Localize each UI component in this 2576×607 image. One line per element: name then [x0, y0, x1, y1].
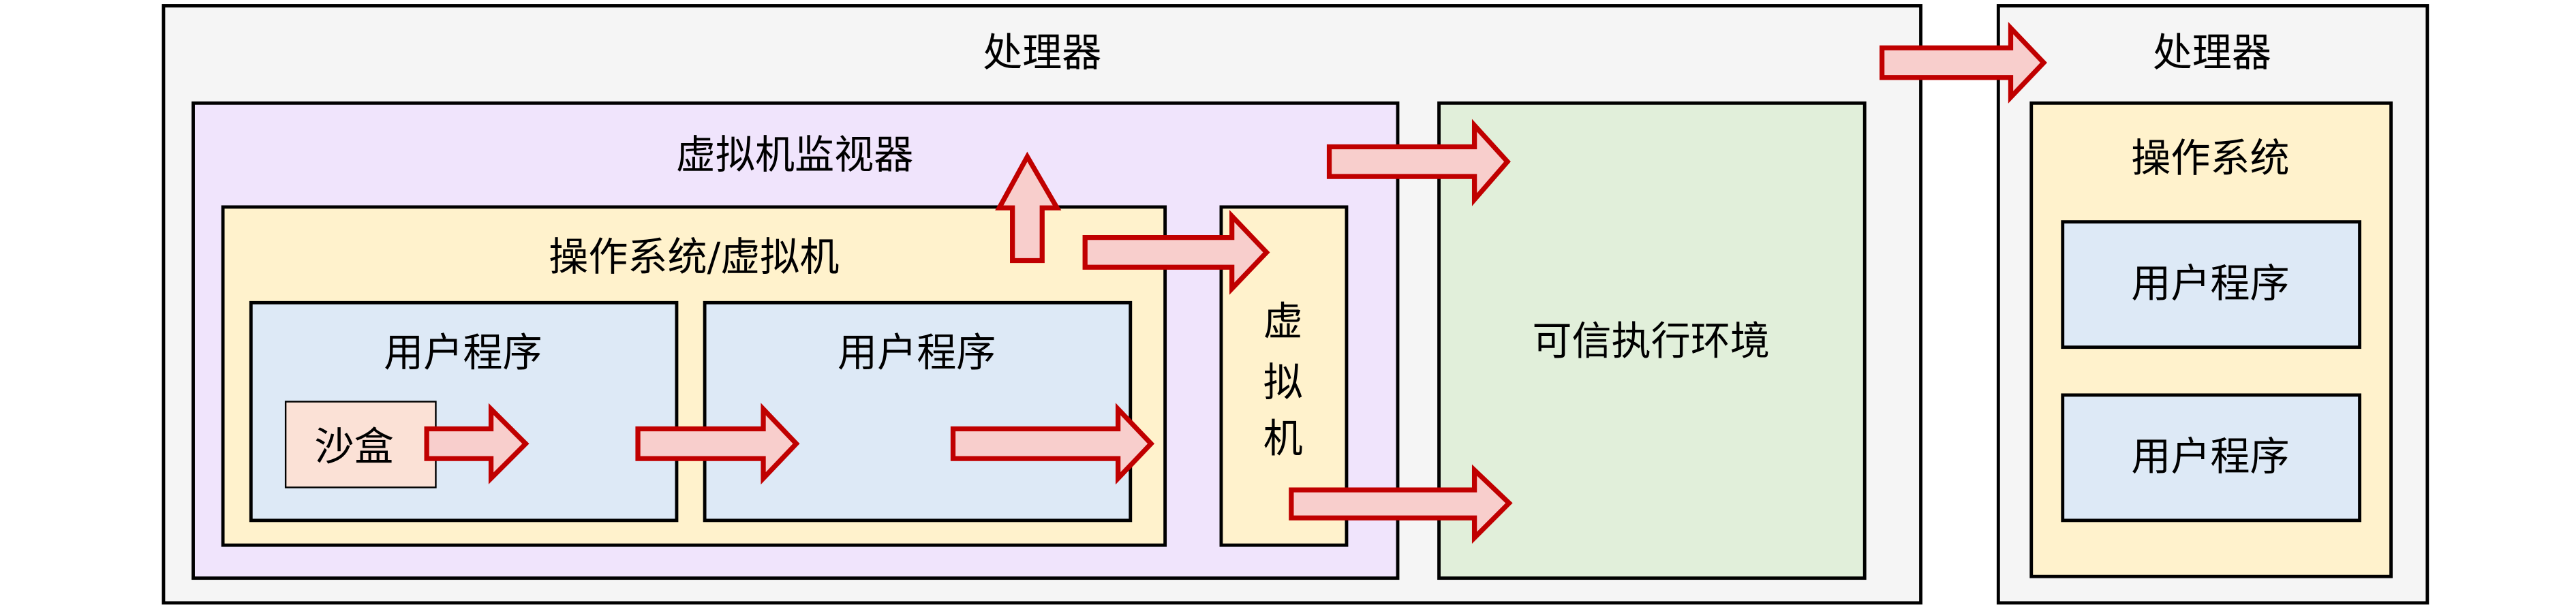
vm-char-3: 机	[1263, 415, 1303, 461]
arrow-program1-to-program2	[635, 403, 800, 485]
tee-box	[1437, 101, 1867, 580]
right-user-program-1-box	[2061, 220, 2361, 349]
arrow-vm-to-tee	[1289, 464, 1513, 544]
arrow-hypervisor-to-tee	[1326, 119, 1511, 206]
hypervisor-label: 虚拟机监视器	[676, 131, 914, 178]
right-os-label: 操作系统	[2131, 135, 2289, 181]
sandbox-label: 沙盒	[315, 424, 394, 470]
vm-char-2: 拟	[1263, 359, 1303, 405]
right-user-program-1-label: 用户程序	[2131, 260, 2289, 307]
arrow-program2-to-vm	[950, 403, 1155, 485]
user-program-1-label: 用户程序	[384, 330, 542, 376]
arrow-os-to-vm	[1082, 210, 1270, 295]
user-program-2-label: 用户程序	[838, 330, 996, 376]
left-processor-label: 处理器	[983, 29, 1101, 76]
arrow-sandbox-to-program	[424, 403, 530, 484]
tee-label: 可信执行环境	[1532, 318, 1770, 364]
right-user-program-2-label: 用户程序	[2131, 433, 2289, 480]
vm-char-1: 虚	[1263, 298, 1303, 345]
right-processor-label: 处理器	[2153, 29, 2271, 76]
arrow-processor-to-processor	[1879, 22, 2047, 104]
user-program-2-box	[703, 300, 1133, 523]
os-vm-label: 操作系统/虚拟机	[549, 234, 839, 280]
sandbox-box	[284, 401, 437, 488]
arrow-up-to-hypervisor	[995, 151, 1062, 264]
right-user-program-2-box	[2061, 393, 2361, 523]
